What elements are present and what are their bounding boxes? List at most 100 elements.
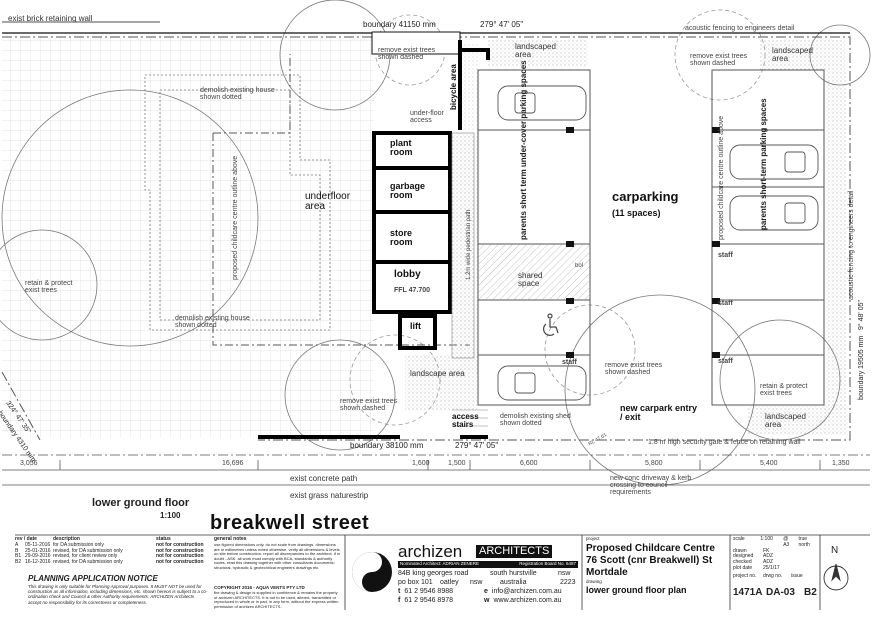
demolish-shed-label: demolish existing shed shown dotted bbox=[500, 413, 571, 427]
acoustic-fence-label: acoustic fencing to engineers detail bbox=[685, 25, 795, 32]
dimension-label: 16,696 bbox=[222, 460, 244, 467]
dimension-label: 1,350 bbox=[832, 460, 850, 467]
street-name: breakwell street bbox=[210, 512, 370, 534]
status-header: status bbox=[156, 536, 171, 542]
firm-state-1: nsw bbox=[558, 570, 571, 577]
firm-address-1: 84B king georges road bbox=[398, 570, 469, 577]
pedestrian-path-label: 1.2m wide pedestrian path bbox=[466, 209, 472, 280]
staff-label-1: staff bbox=[718, 252, 733, 259]
retain-trees-label-right: retain & protect exist trees bbox=[760, 383, 808, 397]
car-symbols bbox=[497, 85, 819, 401]
parking-columns bbox=[566, 127, 720, 358]
firm-postcode: 2223 bbox=[560, 579, 576, 586]
staff-label-3: staff bbox=[718, 358, 733, 365]
title-block-frame bbox=[15, 534, 870, 610]
project-name: Proposed Childcare Centre bbox=[586, 543, 715, 554]
landscape-area-label: landscape area bbox=[410, 369, 465, 378]
firm-suffix: ARCHITECTS bbox=[476, 545, 553, 558]
lift-label: lift bbox=[410, 321, 421, 331]
firm-suburb-2: oatley bbox=[440, 579, 459, 586]
boundary-right-label: boundary 19505 mm bbox=[858, 335, 865, 400]
underfloor-grid bbox=[2, 36, 374, 438]
access-stairs-label: access stairs bbox=[452, 412, 479, 429]
remove-trees-label-2: remove exist trees shown dashed bbox=[690, 53, 748, 67]
underfloor-area-label: underfloor area bbox=[305, 191, 351, 212]
general-notes-text: use figured dimensions only. do not scal… bbox=[214, 542, 341, 570]
floor-scale: 1:100 bbox=[160, 511, 181, 520]
remove-trees-label-1: remove exist trees shown dashed bbox=[378, 47, 436, 61]
firm-country: australia bbox=[500, 579, 527, 586]
boundary-top-label: boundary 41150 mm bbox=[363, 20, 436, 29]
accessible-parking-icon bbox=[543, 313, 559, 336]
copyright-text: the drawing & design is supplied in conf… bbox=[214, 590, 339, 609]
carparking-spaces-label: (11 spaces) bbox=[612, 208, 661, 218]
firm-name: archizen bbox=[398, 542, 463, 561]
bicycle-area-label: bicycle area bbox=[449, 64, 458, 110]
drawing-number: DA-03 bbox=[766, 587, 795, 598]
landscaped-area-label-1: landscaped area bbox=[515, 42, 556, 59]
notice-text: This drawing is only suitable for Planni… bbox=[28, 584, 208, 605]
remove-trees-label-3: remove exist trees shown dashed bbox=[605, 362, 663, 376]
security-gate-label: 1.8 m high security gate & fence on reta… bbox=[648, 439, 801, 446]
demolish-house-label: demolish existing house shown dotted bbox=[200, 87, 275, 101]
parents-parking-label-left: parents short term under-cover parking s… bbox=[519, 60, 528, 240]
store-room-label: store room bbox=[390, 228, 413, 247]
north-arrow-icon bbox=[823, 563, 849, 591]
dimension-label: 6,600 bbox=[520, 460, 538, 467]
lobby-label: lobby bbox=[394, 269, 421, 280]
carparking-label: carparking bbox=[612, 189, 679, 204]
firm-address-2: po box 101 bbox=[398, 579, 433, 586]
demolish-house-label-2: demolish existing house shown dotted bbox=[175, 315, 250, 329]
north-label: N bbox=[831, 545, 839, 556]
archizen-logo-mark bbox=[352, 552, 392, 592]
parents-parking-label-right: parents short-term parking spaces bbox=[759, 98, 768, 230]
bearing-right-label: 9° 48' 05" bbox=[858, 300, 865, 330]
pedestrian-path bbox=[451, 132, 488, 427]
landscaped-area-label-3: landscaped area bbox=[765, 412, 806, 429]
notice-title: PLANNING APPLICATION NOTICE bbox=[28, 574, 158, 583]
project-address: 76 Scott (cnr Breakwell) St bbox=[586, 555, 713, 566]
remove-trees-label-4: remove exist trees shown dashed bbox=[340, 398, 398, 412]
shared-space-label: shared space bbox=[518, 271, 543, 288]
plant-room-label: plant room bbox=[390, 138, 413, 157]
ffl-label: FFL 47.700 bbox=[394, 287, 431, 294]
bearing-top-label: 279° 47' 05" bbox=[480, 20, 524, 29]
floor-title: lower ground floor bbox=[92, 497, 190, 509]
garbage-room-label: garbage room bbox=[390, 181, 426, 200]
project-label: project bbox=[586, 536, 600, 541]
firm-state-2: nsw bbox=[470, 579, 483, 586]
project-suburb: Mortdale bbox=[586, 567, 628, 578]
project-number: 1471A bbox=[733, 587, 763, 598]
bearing-bottom-label: 279° 47' 05" bbox=[455, 441, 499, 450]
acoustic-side-label: acoustic fencing to engineers detail bbox=[848, 190, 855, 300]
general-notes-title: general notes bbox=[214, 536, 247, 542]
concrete-path-label: exist concrete path bbox=[290, 474, 358, 483]
underfloor-access-label: under-floor access bbox=[410, 110, 444, 124]
bollard-label: bol bbox=[575, 263, 584, 269]
firm-suburb-1: south hurstville bbox=[490, 570, 537, 577]
dimension-label: 1,600 bbox=[412, 460, 430, 467]
dimension-label: 3,056 bbox=[20, 460, 38, 467]
dimension-label: 5,800 bbox=[645, 460, 663, 467]
drawing-name: lower ground floor plan bbox=[586, 585, 687, 595]
building-walls bbox=[258, 40, 490, 439]
centre-outline-label-2: proposed childcare centre outline above bbox=[718, 115, 725, 240]
retaining-wall-label: exist brick retaining wall bbox=[8, 14, 93, 23]
rev-header: rev / date bbox=[15, 536, 37, 542]
retain-trees-label-left: retain & protect exist trees bbox=[25, 280, 73, 294]
new-carpark-label: new carpark entry / exit bbox=[620, 403, 698, 422]
issue-number: B2 bbox=[804, 587, 817, 598]
dimension-label: 1,500 bbox=[448, 460, 466, 467]
landscape-strips bbox=[405, 40, 848, 435]
